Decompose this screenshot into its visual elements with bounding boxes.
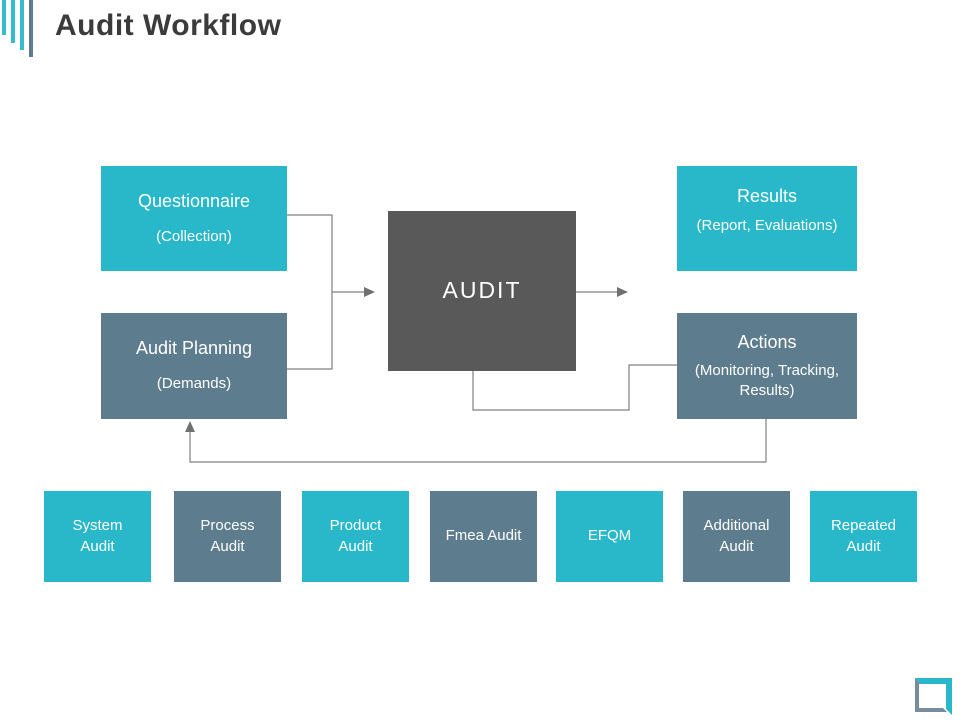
node-questionnaire-title: Questionnaire (137, 190, 251, 211)
audit-type-repeated-label: Repeated Audit (830, 517, 897, 555)
node-results: Results (Report, Evaluations) (677, 166, 857, 271)
audit-type-efqm: EFQM (556, 491, 663, 582)
connector-left-bus (287, 214, 333, 370)
audit-type-additional: Additional Audit (683, 491, 790, 582)
audit-type-process: Process Audit (174, 491, 281, 582)
audit-type-system: System Audit (44, 491, 151, 582)
audit-type-efqm-label: EFQM (587, 527, 632, 545)
node-questionnaire: Questionnaire (Collection) (101, 166, 287, 271)
arrowhead-into-audit (364, 287, 375, 297)
audit-type-process-label: Process Audit (200, 517, 255, 555)
audit-type-system-label: System Audit (72, 517, 123, 555)
audit-type-additional-label: Additional Audit (703, 517, 770, 555)
arrowhead-out-of-audit (617, 287, 628, 297)
audit-type-fmea: Fmea Audit (430, 491, 537, 582)
audit-type-fmea-label: Fmea Audit (445, 527, 522, 545)
node-questionnaire-subtitle: (Collection) (156, 227, 232, 245)
audit-type-repeated: Repeated Audit (810, 491, 917, 582)
node-actions-title: Actions (737, 331, 797, 352)
open-square-frame-icon (915, 678, 952, 715)
node-actions: Actions (Monitoring, Tracking, Results) (677, 313, 857, 419)
audit-type-product-label: Product Audit (329, 517, 382, 555)
node-audit-title: AUDIT (442, 277, 522, 304)
node-results-title: Results (736, 185, 798, 206)
page-title: Audit Workflow (55, 9, 282, 42)
node-results-subtitle: (Report, Evaluations) (696, 216, 838, 234)
bar-3 (20, 0, 24, 50)
bar-1 (2, 0, 6, 35)
connector-audit-to-actions (472, 364, 677, 411)
node-actions-subtitle: (Monitoring, Tracking, Results) (694, 362, 840, 399)
arrowhead-feedback (185, 421, 195, 432)
node-audit-planning: Audit Planning (Demands) (101, 313, 287, 419)
node-audit-planning-title: Audit Planning (135, 338, 253, 359)
connector-feedback-loop (189, 419, 767, 463)
bar-4 (29, 0, 33, 57)
audit-type-product: Product Audit (302, 491, 409, 582)
node-audit: AUDIT (388, 211, 576, 371)
node-audit-planning-subtitle: (Demands) (156, 375, 232, 393)
vertical-bars-icon (0, 0, 40, 60)
bar-2 (11, 0, 15, 43)
